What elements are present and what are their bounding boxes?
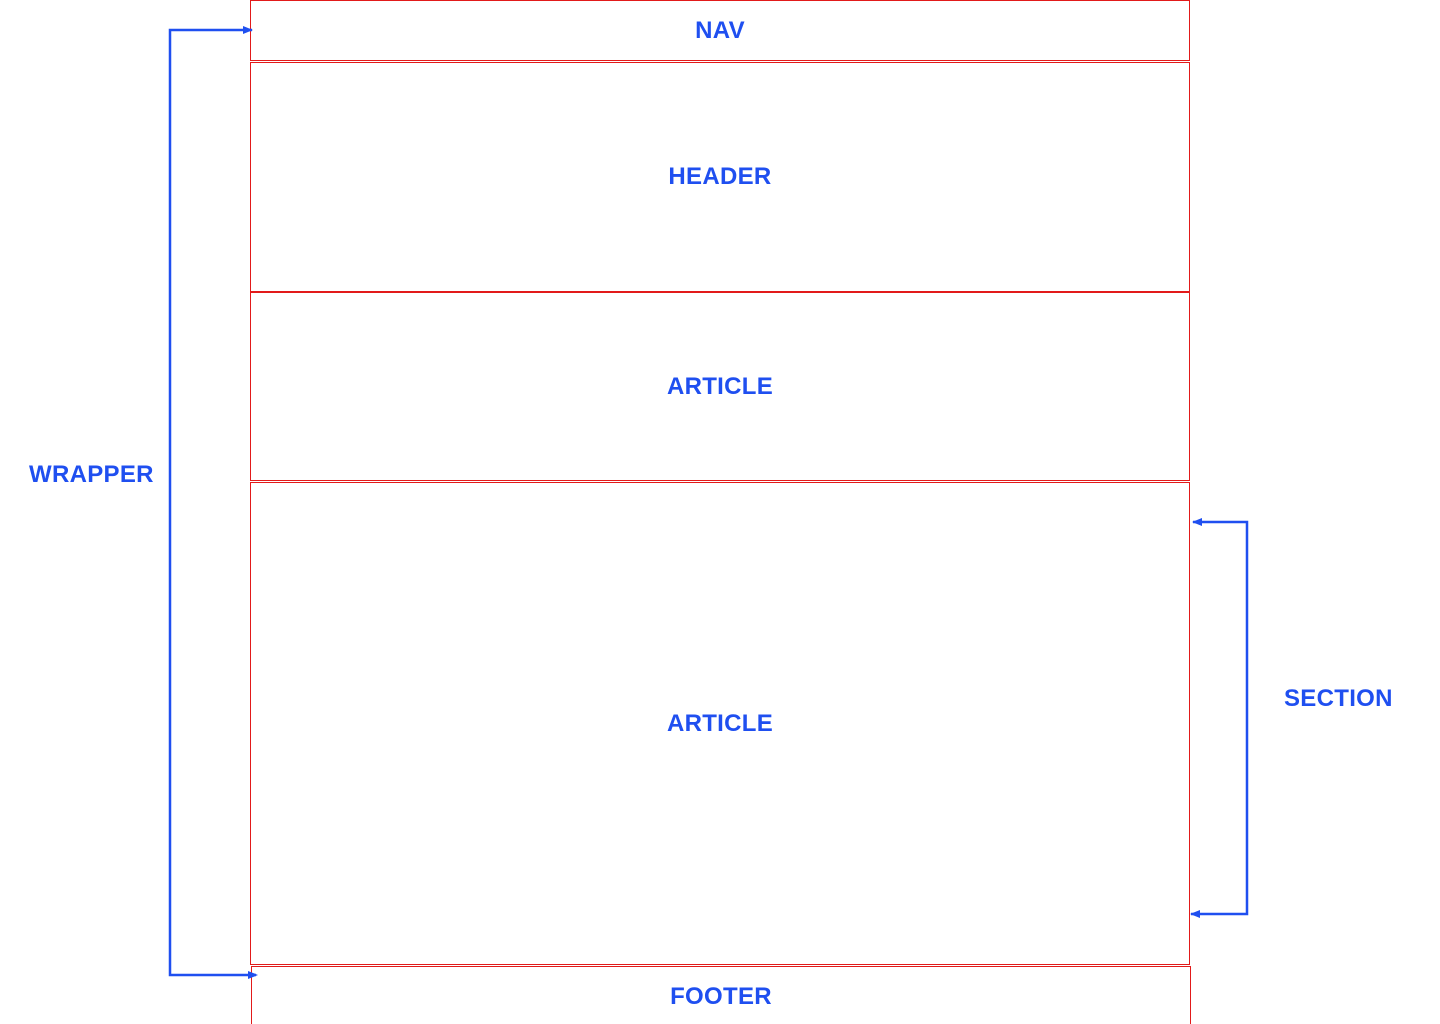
footer-label: FOOTER (670, 983, 772, 1010)
section-top-arrowhead (1192, 518, 1202, 526)
article-label-2: ARTICLE (666, 709, 774, 737)
section-label: SECTION (1284, 685, 1393, 712)
nav-box: NAV (250, 0, 1190, 61)
wrapper-bracket (168, 26, 258, 979)
footer-box: FOOTER (251, 966, 1191, 1024)
section-bracket-line (1191, 520, 1249, 916)
header-box: HEADER (250, 62, 1190, 292)
wrapper-bracket-line (168, 28, 256, 977)
article-label-1: ARTICLE (666, 372, 774, 400)
header-label: HEADER (668, 163, 772, 190)
section-bottom-arrowhead (1190, 910, 1200, 918)
article-box-2: ARTICLE (250, 482, 1190, 965)
wrapper-label: WRAPPER (29, 461, 154, 488)
section-bracket (1190, 518, 1249, 918)
article-box-1: ARTICLE (250, 292, 1190, 481)
nav-label: NAV (695, 16, 745, 44)
